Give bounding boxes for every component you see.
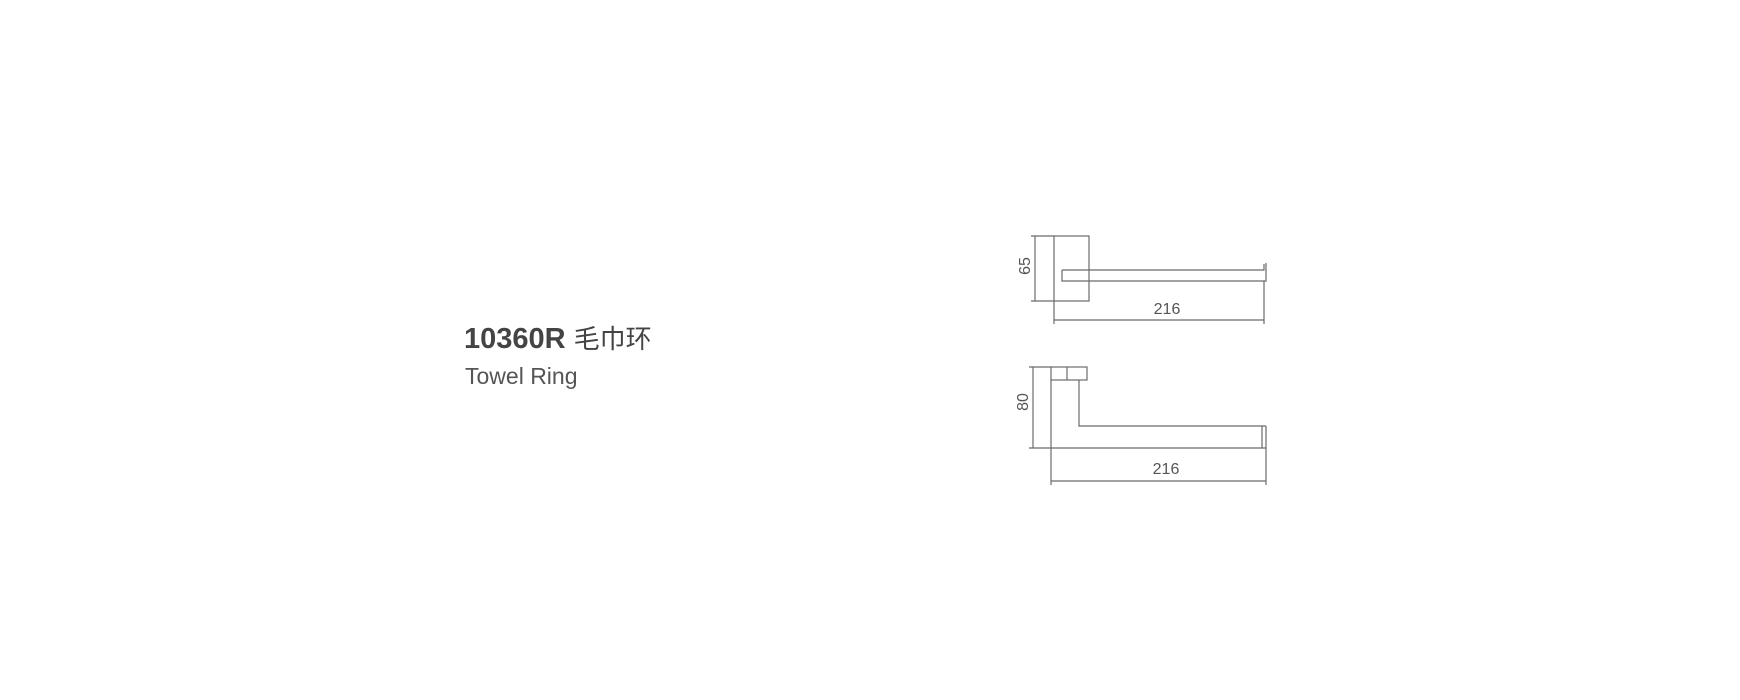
dim-label-width: 216 <box>1154 301 1181 318</box>
wall-plate <box>1053 235 1090 302</box>
mount-cap <box>1050 366 1088 381</box>
bar-profile-inner <box>1078 380 1266 427</box>
model-number: 10360R <box>464 323 566 355</box>
dim-label-height: 80 <box>1015 393 1032 411</box>
dim-label-height: 65 <box>1017 257 1034 275</box>
towel-bar <box>1062 264 1265 271</box>
top-view <box>1031 235 1267 324</box>
product-name-cn: 毛巾环 <box>573 325 652 355</box>
bar-profile-outer <box>1050 380 1267 449</box>
product-name-en: Towel Ring <box>465 363 578 389</box>
dim-label-width: 216 <box>1153 461 1180 478</box>
towel-bar-lower <box>1061 263 1267 282</box>
side-view <box>1029 366 1267 485</box>
